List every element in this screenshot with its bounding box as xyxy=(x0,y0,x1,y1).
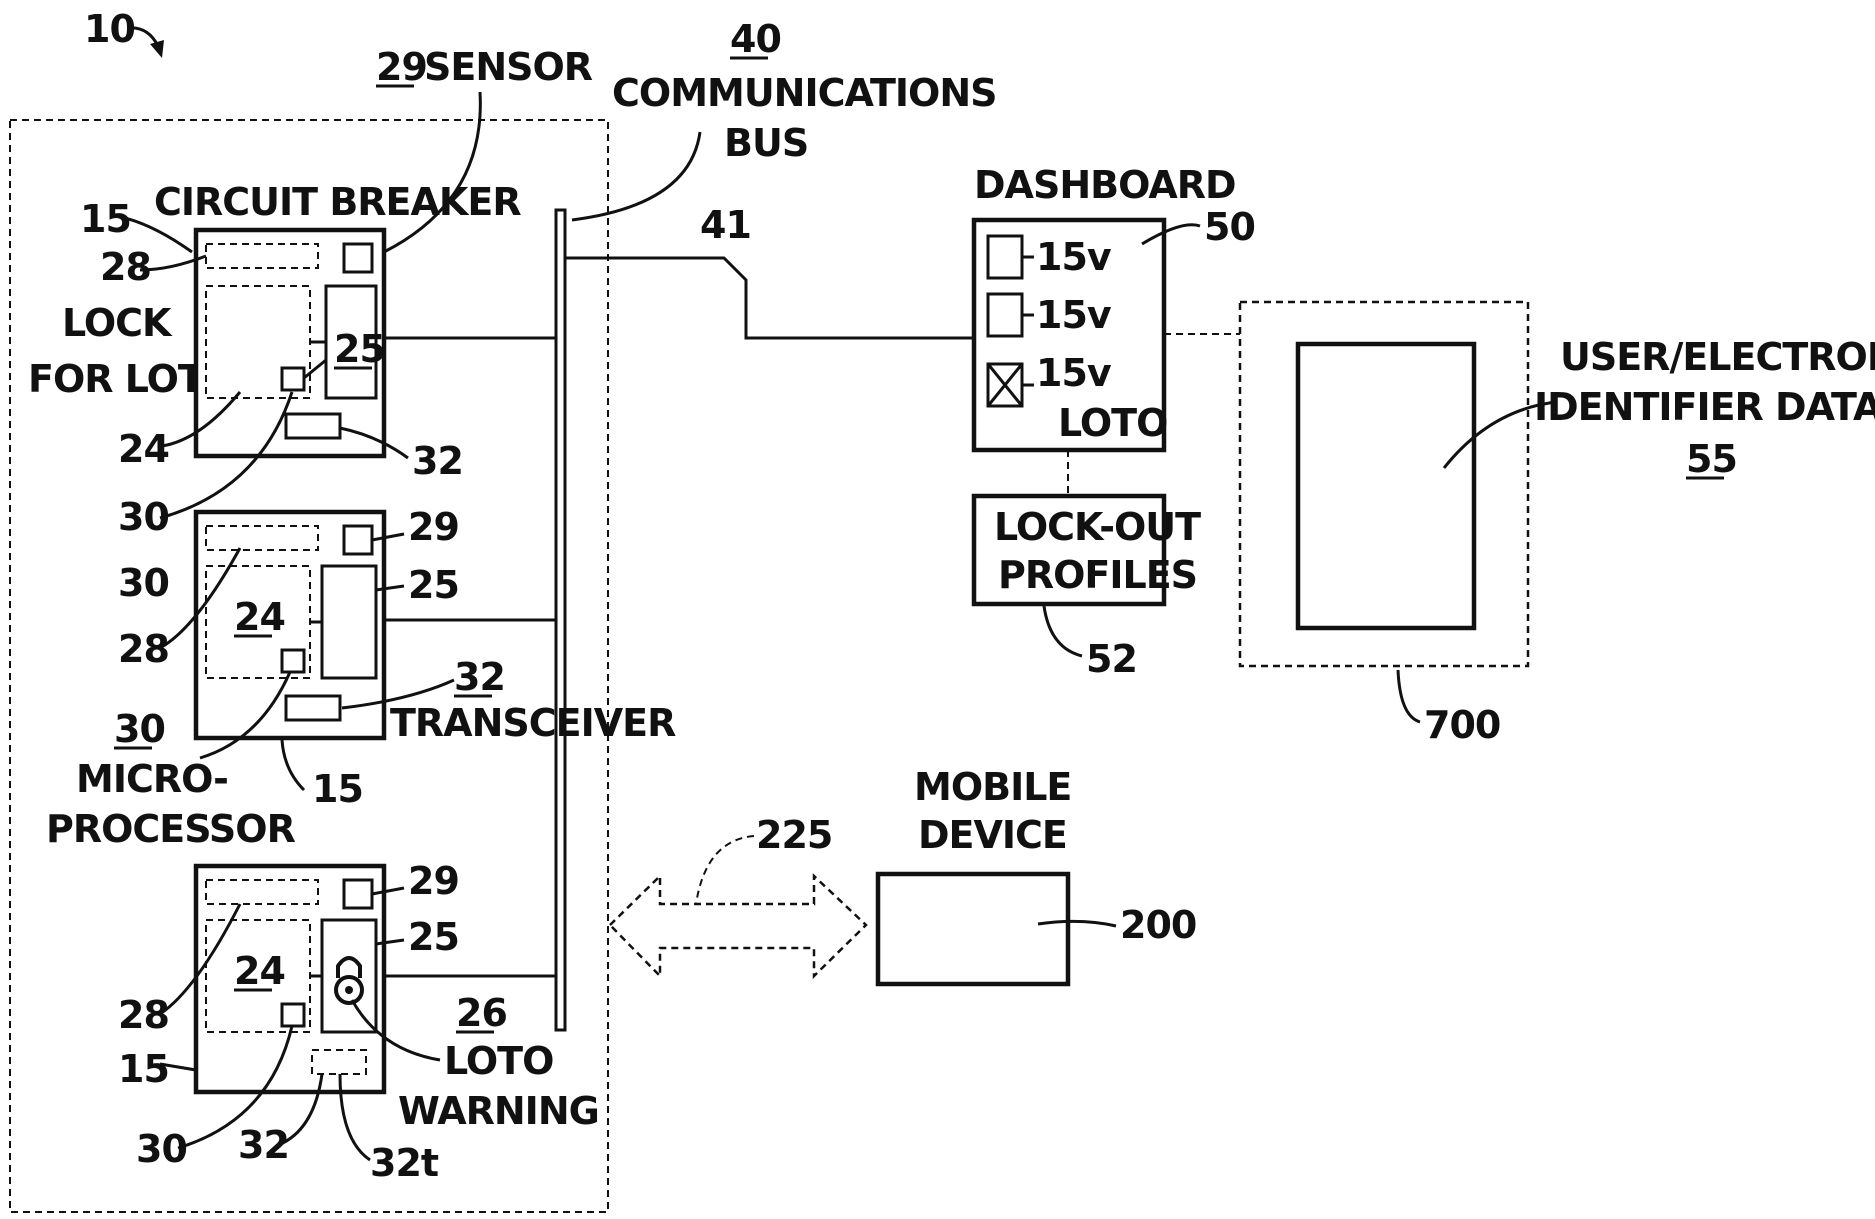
bus-dashboard-link: 41 xyxy=(565,203,974,338)
breaker-2-ref-15-leader xyxy=(282,740,304,790)
transceiver-text: TRANSCEIVER xyxy=(390,701,676,745)
bus-leader xyxy=(572,132,700,220)
dashboard-item-2-label: 15v xyxy=(1036,293,1112,337)
microprocessor-text-2: PROCESSOR xyxy=(46,807,296,851)
database-ref: 55 xyxy=(1686,437,1737,481)
loto-warning-text-2: WARNING xyxy=(398,1089,599,1133)
connection-41 xyxy=(565,258,974,338)
breaker-2-ref-30: 30 xyxy=(118,561,169,605)
breaker-1-ref-28: 28 xyxy=(100,245,151,289)
loto-warning-ref: 26 xyxy=(456,991,507,1035)
wireless-double-arrow xyxy=(610,876,866,976)
breaker-2-ref-29: 29 xyxy=(408,505,459,549)
database-text-2: IDENTIFIER DATABASE xyxy=(1534,385,1875,429)
lockout-profiles-ref: 52 xyxy=(1086,637,1137,681)
dashboard: DASHBOARD 15v 15v 15v LOTO 50 xyxy=(974,163,1255,450)
microprocessor-ref: 30 xyxy=(114,707,165,751)
breaker-3-ref-28: 28 xyxy=(118,993,169,1037)
circuit-breaker-1: CIRCUIT BREAKER LOCK FOR LOTO 25 15 28 2… xyxy=(28,180,556,539)
connection-41-ref: 41 xyxy=(700,203,751,247)
database-text-1: USER/ELECTRONIC xyxy=(1560,335,1875,379)
dashboard-item-1-label: 15v xyxy=(1036,235,1112,279)
breaker-1-lock-ref: 25 xyxy=(334,327,385,371)
wireless-ref: 225 xyxy=(756,813,832,857)
database-enclosure-ref: 700 xyxy=(1424,703,1500,747)
mobile-text-1: MOBILE xyxy=(914,765,1071,809)
lock-for-loto-line1: LOCK xyxy=(62,301,173,345)
breaker-3-control-ref: 24 xyxy=(234,949,285,993)
sensor-leader xyxy=(384,92,480,252)
bus-label: 40 COMMUNICATIONS BUS xyxy=(572,17,997,220)
bus-text-1: COMMUNICATIONS xyxy=(612,71,997,115)
bus-text-2: BUS xyxy=(724,121,808,165)
circuit-breaker-2: 24 29 25 30 28 32 TRANSCEIVER 30 MICRO- … xyxy=(46,505,676,851)
breaker-2-ref-15: 15 xyxy=(312,767,363,811)
wireless-ref-leader xyxy=(696,836,754,904)
wireless-link: 225 xyxy=(610,813,866,976)
system-ref: 10 xyxy=(84,7,135,51)
lockout-profiles: LOCK-OUT PROFILES 52 xyxy=(974,496,1201,681)
system-ref-arrowhead xyxy=(150,40,164,58)
breaker-2-ref-25: 25 xyxy=(408,563,459,607)
bus-ref: 40 xyxy=(730,17,781,61)
database-server: 700 xyxy=(1240,302,1528,747)
dashboard-title: DASHBOARD xyxy=(974,163,1236,207)
breaker-3-ref-32t: 32t xyxy=(370,1141,439,1185)
mobile-device-box xyxy=(878,874,1068,984)
mobile-text-2: DEVICE xyxy=(918,813,1067,857)
dashboard-item-3-label: 15v xyxy=(1036,351,1112,395)
lockout-profiles-text-1: LOCK-OUT xyxy=(994,505,1201,549)
microprocessor-text-1: MICRO- xyxy=(76,757,228,801)
database-enclosure-ref-leader xyxy=(1398,670,1420,722)
circuit-breaker-3: 24 29 25 28 15 30 32 32t 26 LOTO WARNING xyxy=(118,859,599,1185)
dashboard-item-3-sub: LOTO xyxy=(1058,401,1167,445)
mobile-device-ref: 200 xyxy=(1120,903,1196,947)
circuit-breaker-title: CIRCUIT BREAKER xyxy=(154,180,521,224)
breaker-1-ref-24: 24 xyxy=(118,427,169,471)
database-box xyxy=(1298,344,1474,628)
loto-warning-text-1: LOTO xyxy=(444,1039,553,1083)
lockout-profiles-text-2: PROFILES xyxy=(998,553,1197,597)
system-ref-group: 10 xyxy=(84,7,164,58)
lockout-profiles-ref-leader xyxy=(1044,606,1082,656)
breaker-3-ref-15: 15 xyxy=(118,1047,169,1091)
sensor-ref: 29 xyxy=(376,45,427,89)
transceiver-ref: 32 xyxy=(454,655,505,699)
breaker-3-ref-29: 29 xyxy=(408,859,459,903)
breaker-2-housing xyxy=(196,512,384,738)
communications-bus xyxy=(556,210,565,1030)
breaker-2-control-ref: 24 xyxy=(234,595,285,639)
breaker-3-ref-25: 25 xyxy=(408,915,459,959)
sensor-text: SENSOR xyxy=(424,45,593,89)
breaker-1-ref-32: 32 xyxy=(412,439,463,483)
dashboard-ref: 50 xyxy=(1204,205,1255,249)
mobile-device: MOBILE DEVICE 200 xyxy=(878,765,1196,984)
